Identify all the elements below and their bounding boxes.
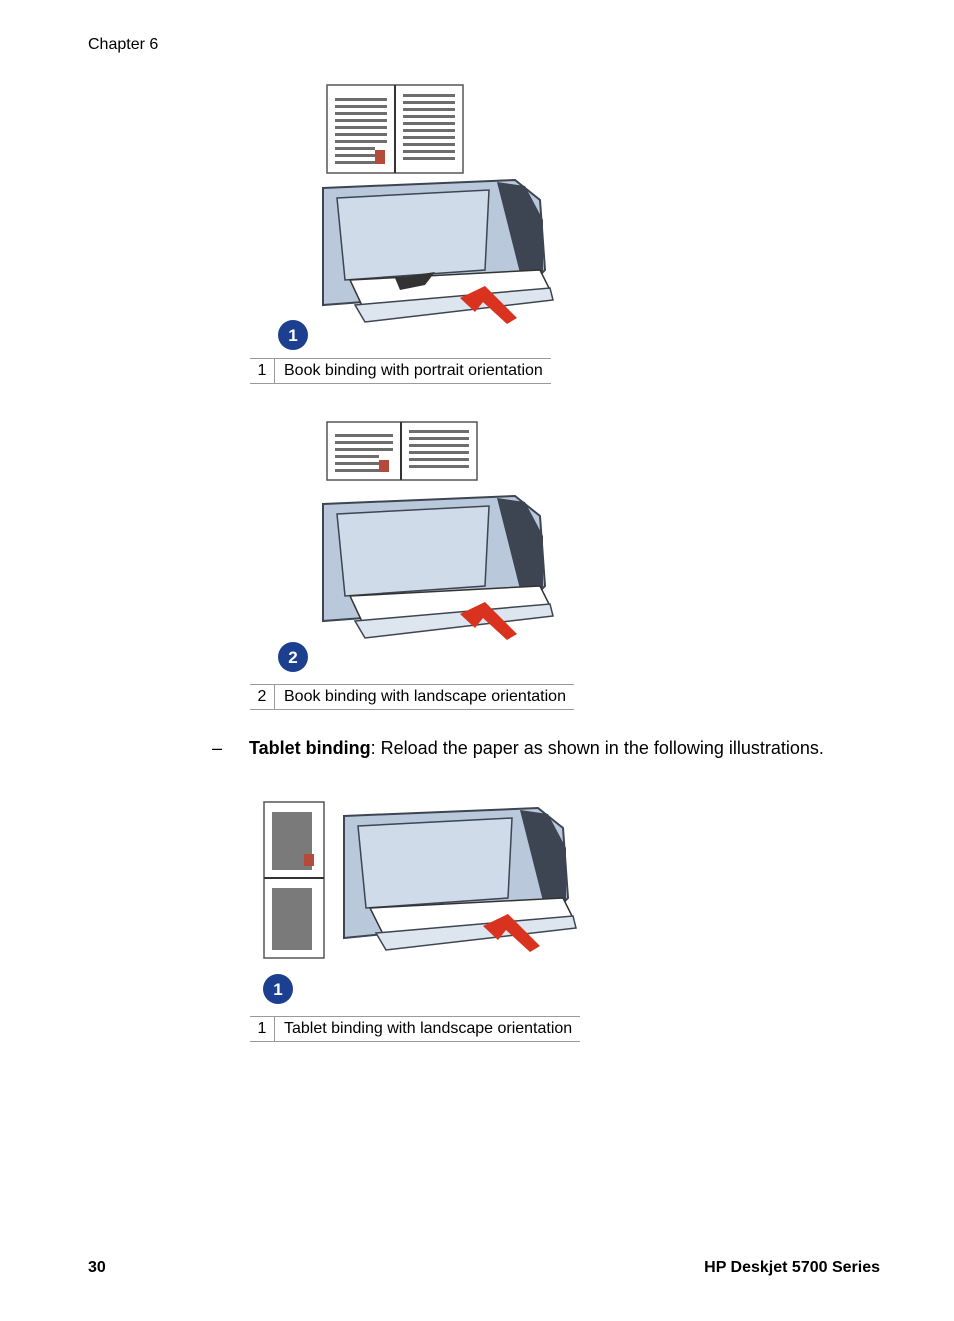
tablet-binding-landscape-illustration: 1: [263, 801, 577, 1004]
caption-text: Tablet binding with landscape orientatio…: [284, 1020, 573, 1037]
caption-number: 1: [250, 359, 275, 383]
instruction-rest: : Reload the paper as shown in the follo…: [370, 738, 824, 758]
list-dash: –: [212, 738, 223, 758]
caption-text: Book binding with portrait orientation: [284, 362, 543, 379]
open-book-portrait-icon: [326, 84, 464, 174]
tablet-pages-icon: [263, 801, 325, 959]
callout-badge-number: 1: [288, 326, 297, 345]
caption-table: 1 Tablet binding with landscape orientat…: [250, 1016, 581, 1042]
callout-badge-icon: [278, 642, 308, 672]
arrow-icon: [460, 286, 517, 324]
instruction-bold-term: Tablet binding: [249, 738, 371, 758]
callout-badge-icon: [263, 974, 293, 1004]
caption-number: 1: [250, 1017, 275, 1041]
instruction-text: Tablet binding: Reload the paper as show…: [249, 738, 824, 759]
open-book-landscape-icon: [326, 421, 478, 481]
chapter-header: Chapter 6: [88, 36, 159, 53]
caption-number: 2: [250, 685, 275, 709]
arrow-icon: [483, 914, 540, 952]
tablet-binding-instruction: – Tablet binding: Reload the paper as sh…: [212, 738, 912, 764]
book-binding-portrait-illustration: 1: [278, 84, 554, 350]
caption-table: 2 Book binding with landscape orientatio…: [250, 684, 574, 710]
caption-table: 1 Book binding with portrait orientation: [250, 358, 551, 384]
callout-badge-number: 1: [273, 980, 282, 999]
arrow-icon: [460, 602, 517, 640]
printer-icon: [322, 494, 554, 639]
printer-icon: [322, 178, 554, 323]
product-name: HP Deskjet 5700 Series: [704, 1259, 880, 1276]
callout-badge-number: 2: [288, 648, 297, 667]
book-binding-landscape-illustration: 2: [278, 421, 554, 672]
callout-badge-icon: [278, 320, 308, 350]
caption-text: Book binding with landscape orientation: [284, 688, 566, 705]
page-number: 30: [88, 1259, 106, 1276]
printer-icon: [343, 806, 577, 951]
